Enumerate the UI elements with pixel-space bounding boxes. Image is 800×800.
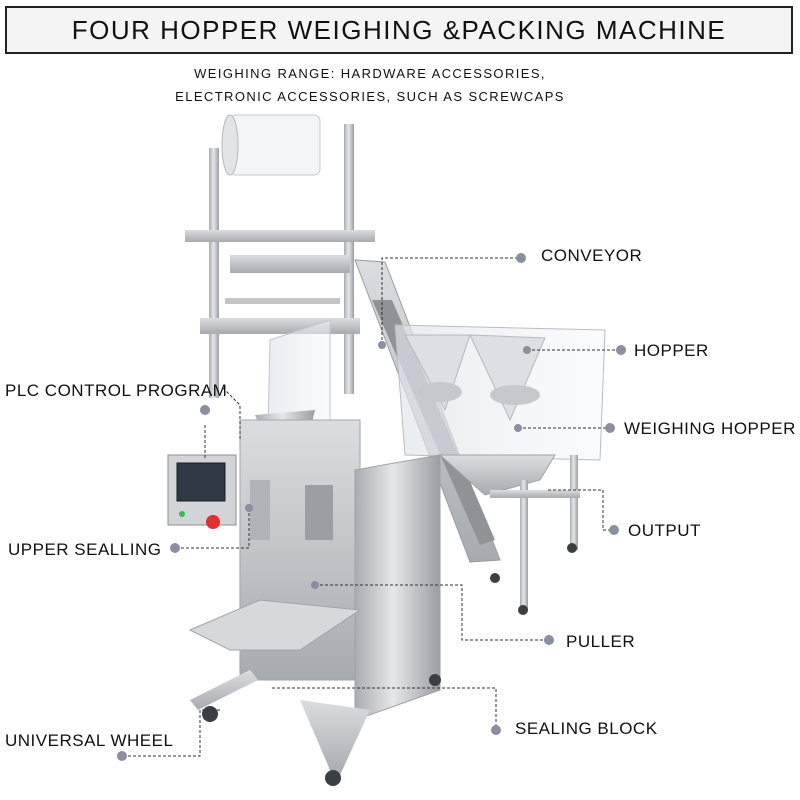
upper-sealling-dot [170, 543, 180, 553]
callout-dots [117, 253, 626, 761]
subtitle-line-2: ELECTRONIC ACCESSORIES, SUCH AS SCREWCAP… [175, 89, 565, 104]
plc-dot [200, 405, 210, 415]
machine-body [188, 419, 441, 721]
hopper-target-dot [523, 346, 531, 354]
page-title: FOUR HOPPER WEIGHING &PACKING MACHINE [71, 14, 727, 45]
weighing-hopper-target-dot [514, 424, 522, 432]
sealing-block-dot [491, 725, 501, 735]
output-dot [609, 525, 619, 535]
puller-dot [544, 635, 554, 645]
label-puller: PULLER [566, 632, 636, 651]
control-panel [167, 454, 237, 529]
base-frame [190, 543, 577, 786]
universal-wheel-dot [117, 751, 127, 761]
upper-sealling-target-dot [245, 504, 253, 512]
label-upper-sealling: UPPER SEALLING [8, 540, 162, 559]
hopper-cabinet [394, 324, 606, 610]
label-output: OUTPUT [628, 521, 701, 540]
subtitle-line-1: WEIGHING RANGE: HARDWARE ACCESSORIES, [194, 66, 546, 81]
puller-target-dot [311, 581, 319, 589]
label-hopper: HOPPER [634, 341, 709, 360]
conveyor-target-dot [378, 341, 386, 349]
label-universal-wheel: UNIVERSAL WHEEL [5, 731, 174, 750]
label-sealing-block: SEALING BLOCK [515, 719, 658, 738]
conveyor-dot [516, 253, 526, 263]
leader-lines [122, 257, 619, 757]
label-conveyor: CONVEYOR [541, 246, 643, 265]
weighing-hopper-dot [605, 423, 615, 433]
title-banner: FOUR HOPPER WEIGHING &PACKING MACHINE [5, 6, 793, 54]
hopper-dot [616, 345, 626, 355]
label-plc-control-program: PLC CONTROL PROGRAM [5, 381, 228, 400]
film-roll-frame [185, 114, 375, 398]
label-weighing-hopper: WEIGHING HOPPER [624, 419, 796, 438]
